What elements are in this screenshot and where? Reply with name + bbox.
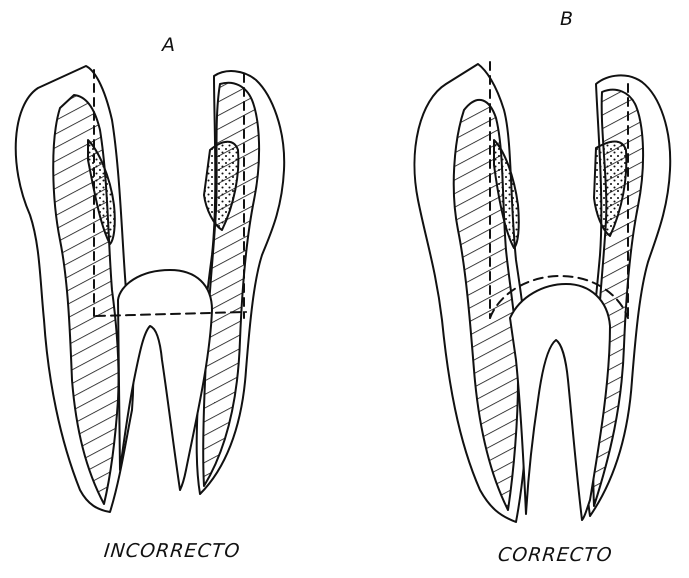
label-a: A	[162, 34, 176, 56]
label-b: B	[560, 8, 574, 30]
caption-correct: CORRECTO	[497, 544, 614, 566]
caption-incorrect: INCORRECTO	[103, 540, 242, 562]
tooth-b	[414, 62, 670, 522]
tooth-b-left-root-dentin	[454, 100, 518, 510]
tooth-a	[16, 66, 284, 512]
